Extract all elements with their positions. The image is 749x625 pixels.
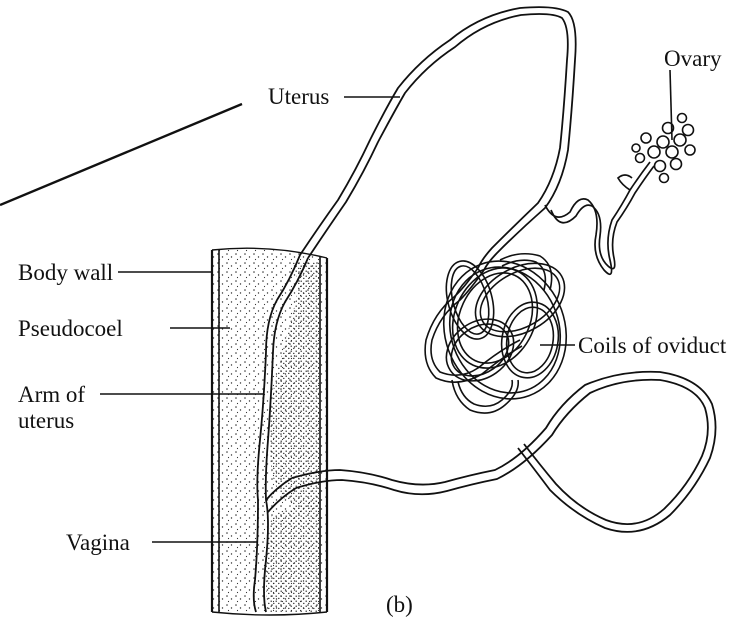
vagina-label: Vagina — [66, 531, 130, 554]
pseudocoel-label: Pseudocoel — [18, 317, 123, 340]
body-wall-label: Body wall — [18, 261, 113, 284]
panel-label: (b) — [386, 593, 413, 616]
arm-of-uterus-label-line2: uterus — [18, 408, 108, 434]
oviduct-coils — [425, 244, 586, 417]
coils-of-oviduct-label: Coils of oviduct — [578, 334, 726, 357]
arm-of-uterus-label: Arm of uterus — [18, 382, 108, 434]
uterus-label: Uterus — [268, 85, 329, 108]
ovary-label: Ovary — [664, 47, 721, 70]
uterus-tube — [292, 7, 716, 532]
pointer-line — [0, 104, 242, 205]
arm-of-uterus-label-line1: Arm of — [18, 382, 108, 408]
leader-lines — [100, 70, 672, 542]
